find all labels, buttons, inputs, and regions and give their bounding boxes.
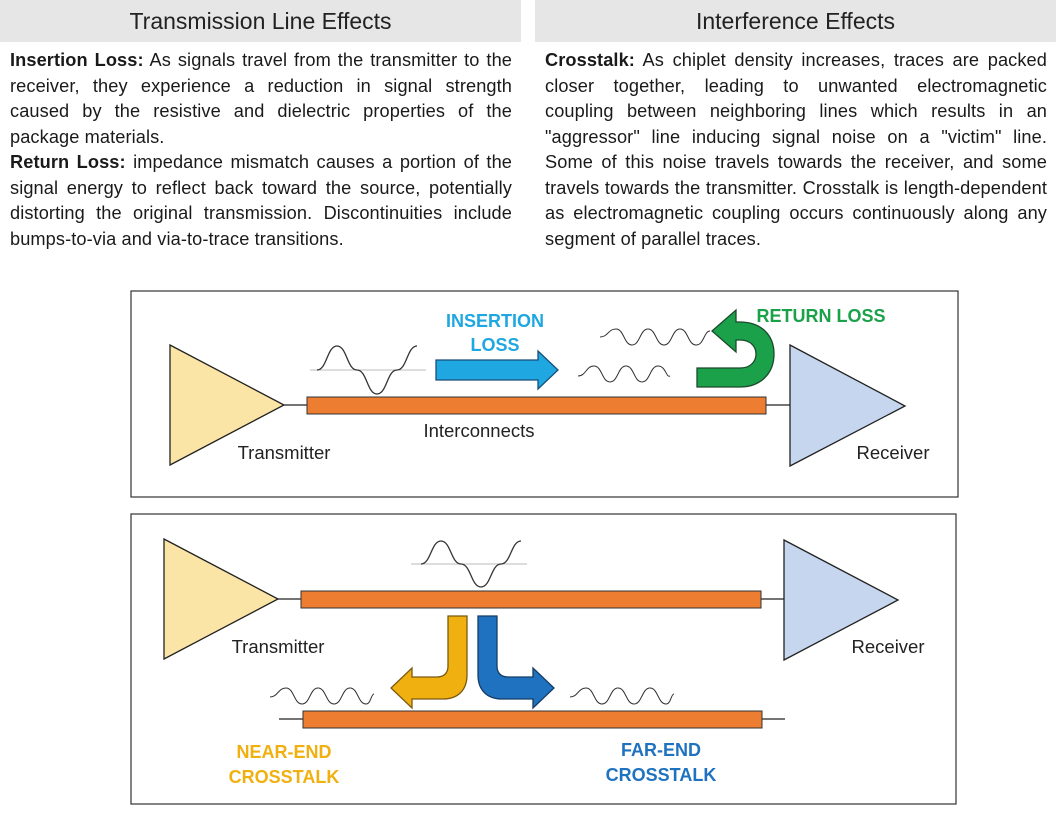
insertion-loss-label-1: INSERTION [446, 311, 544, 331]
receiver-label-2: Receiver [852, 636, 925, 657]
victim-trace [302, 710, 763, 729]
insertion-loss-body: As signals travel from the transmitter t… [10, 50, 512, 147]
input-sine-wave [316, 345, 418, 395]
insertion-loss-label-2: LOSS [470, 335, 519, 355]
near-end-noise-wave [269, 687, 375, 705]
far-end-crosstalk-arrow [477, 615, 555, 710]
interconnect-trace [306, 396, 767, 415]
insertion-loss-arrow [435, 349, 559, 391]
attenuated-wave-bottom [577, 365, 671, 383]
near-end-crosstalk-arrow [390, 615, 468, 710]
return-loss-body: impedance mismatch causes a portion of t… [10, 152, 512, 249]
aggressor-sine-wave [420, 540, 522, 588]
interference-text: Crosstalk: As chiplet density increases,… [545, 48, 1047, 252]
diagram1-frame [130, 290, 959, 498]
header-transmission-line-effects: Transmission Line Effects [0, 0, 521, 42]
insertion-loss-paragraph: Insertion Loss: As signals travel from t… [10, 48, 512, 150]
near-end-label-2: CROSSTALK [229, 767, 340, 787]
return-loss-term: Return Loss: [10, 152, 126, 172]
crosstalk-body: As chiplet density increases, traces are… [545, 50, 1047, 249]
interconnects-label: Interconnects [423, 420, 534, 441]
attenuated-wave-top [599, 328, 711, 346]
header-interference-effects: Interference Effects [535, 0, 1056, 42]
diagram2-frame [130, 513, 957, 805]
crosstalk-diagram: Transmitter Receiver NEAR-END CROSSTALK … [130, 513, 957, 805]
transmission-line-diagram: INSERTION LOSS RETURN LOSS Interconnects… [130, 290, 959, 498]
crosstalk-term: Crosstalk: [545, 50, 635, 70]
transmitter-triangle-2 [163, 537, 280, 661]
receiver-label: Receiver [857, 442, 930, 463]
receiver-triangle-2 [783, 538, 900, 662]
far-end-label-1: FAR-END [621, 740, 701, 760]
transmission-line-text: Insertion Loss: As signals travel from t… [10, 48, 512, 252]
transmitter-label-2: Transmitter [232, 636, 325, 657]
transmitter-label: Transmitter [238, 442, 331, 463]
return-loss-label: RETURN LOSS [756, 306, 885, 326]
aggressor-trace [300, 590, 762, 609]
insertion-loss-term: Insertion Loss: [10, 50, 144, 70]
crosstalk-paragraph: Crosstalk: As chiplet density increases,… [545, 48, 1047, 252]
return-loss-arrow [696, 308, 775, 388]
far-end-noise-wave [569, 687, 675, 705]
transmitter-triangle [169, 343, 286, 467]
near-end-label-1: NEAR-END [236, 742, 331, 762]
return-loss-paragraph: Return Loss: impedance mismatch causes a… [10, 150, 512, 252]
far-end-label-2: CROSSTALK [606, 765, 717, 785]
